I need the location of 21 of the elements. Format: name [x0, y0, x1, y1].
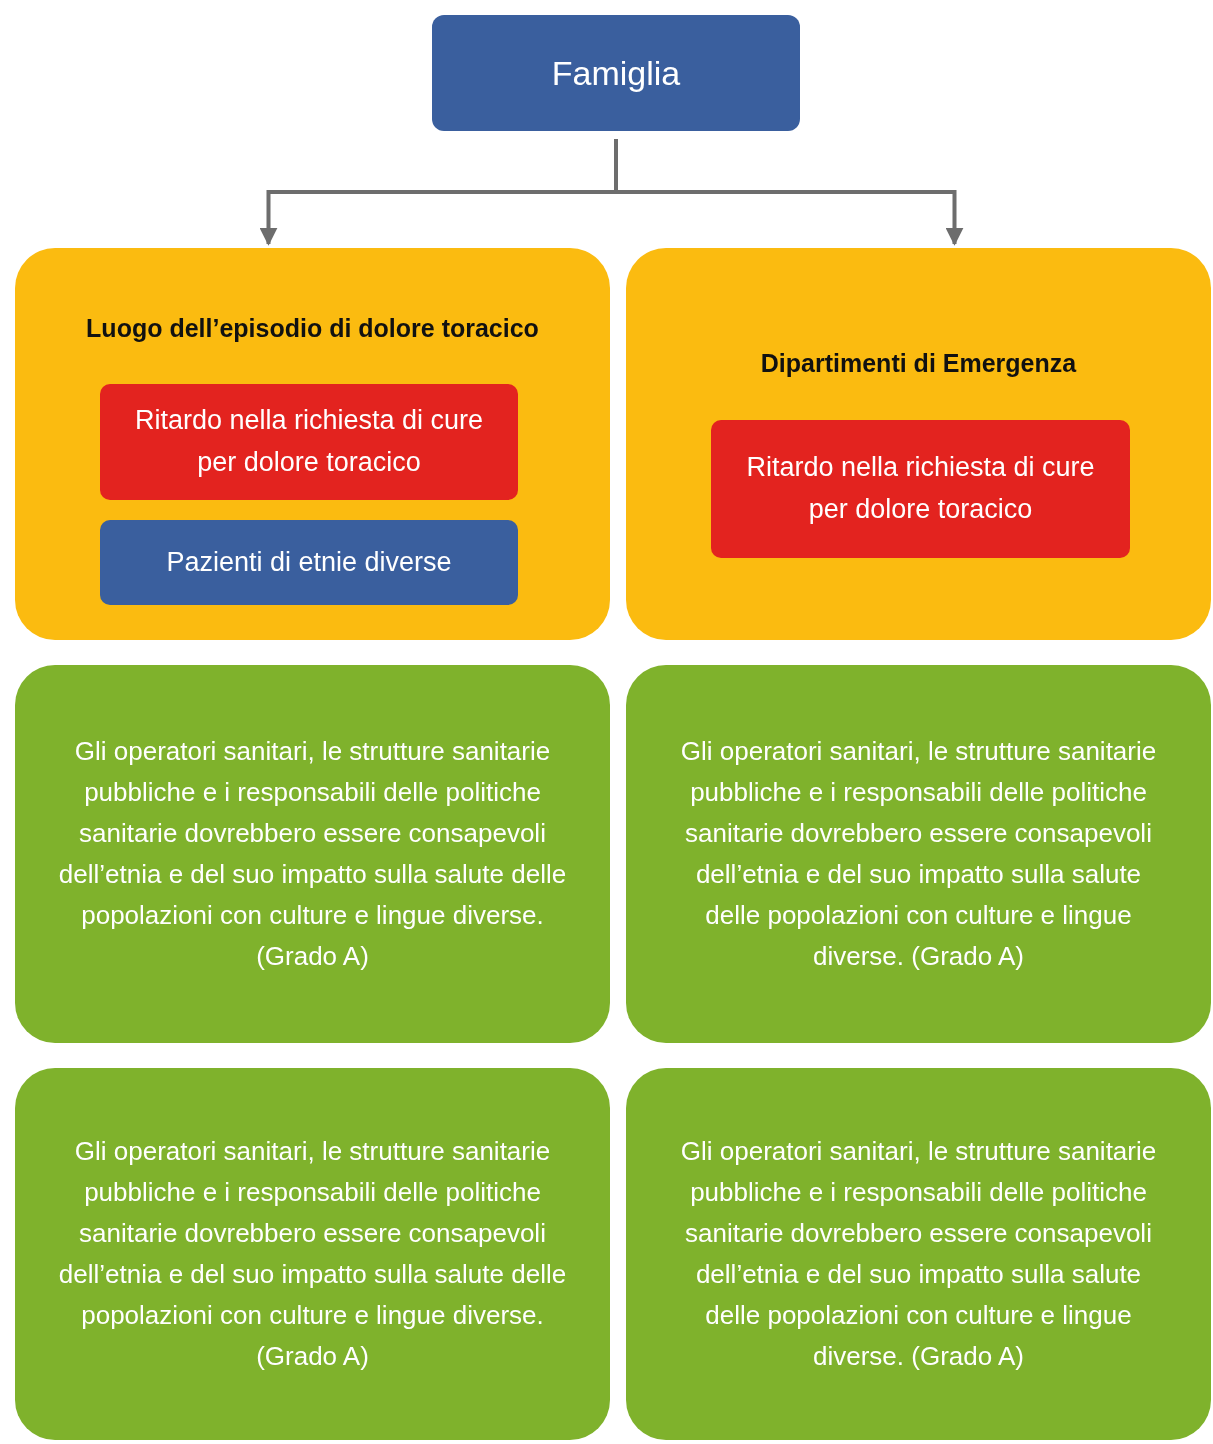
- recommendation-box: [15, 665, 610, 1043]
- group-panel: [626, 248, 1211, 640]
- title-box: [432, 15, 800, 131]
- connector-arrow: [614, 139, 964, 246]
- recommendation-box: [626, 1068, 1211, 1440]
- box-text: Famiglia: [551, 52, 681, 94]
- recommendation-box: [626, 665, 1211, 1043]
- panel-heading: Dipartimenti di Emergenza: [759, 348, 1078, 379]
- issue-box: [711, 420, 1130, 558]
- box-text: Ritardo nella richiesta di cure per dolore toracico: [133, 404, 485, 479]
- box-text: Gli operatori sanitari, le strutture sanitarie pubbliche e i responsabili delle politiche sanitarie dovrebbero essere consapevoli dell’etnia e del suo impatto sulla salute delle popolazioni con culture e lingue diverse. (Grado A): [57, 1134, 568, 1374]
- box-text: Gli operatori sanitari, le strutture sanitarie pubbliche e i responsabili delle politiche sanitarie dovrebbero essere consapevoli dell’etnia e del suo impatto sulla salute delle popolazioni con culture e lingue diverse. (Grado A): [679, 734, 1158, 974]
- box-text: Ritardo nella richiesta di cure per dolore toracico: [745, 451, 1096, 526]
- panel-heading: Luogo dell’episodio di dolore toracico: [85, 313, 540, 344]
- issue-box: [100, 384, 518, 500]
- recommendation-box: [15, 1068, 610, 1440]
- category-box: [100, 520, 518, 605]
- group-panel: [15, 248, 610, 640]
- box-text: Gli operatori sanitari, le strutture sanitarie pubbliche e i responsabili delle politiche sanitarie dovrebbero essere consapevoli dell’etnia e del suo impatto sulla salute delle popolazioni con culture e lingue diverse. (Grado A): [57, 734, 568, 974]
- box-text: Gli operatori sanitari, le strutture sanitarie pubbliche e i responsabili delle politiche sanitarie dovrebbero essere consapevoli dell’etnia e del suo impatto sulla salute delle popolazioni con culture e lingue diverse. (Grado A): [679, 1134, 1158, 1374]
- box-text: Pazienti di etnie diverse: [166, 545, 452, 579]
